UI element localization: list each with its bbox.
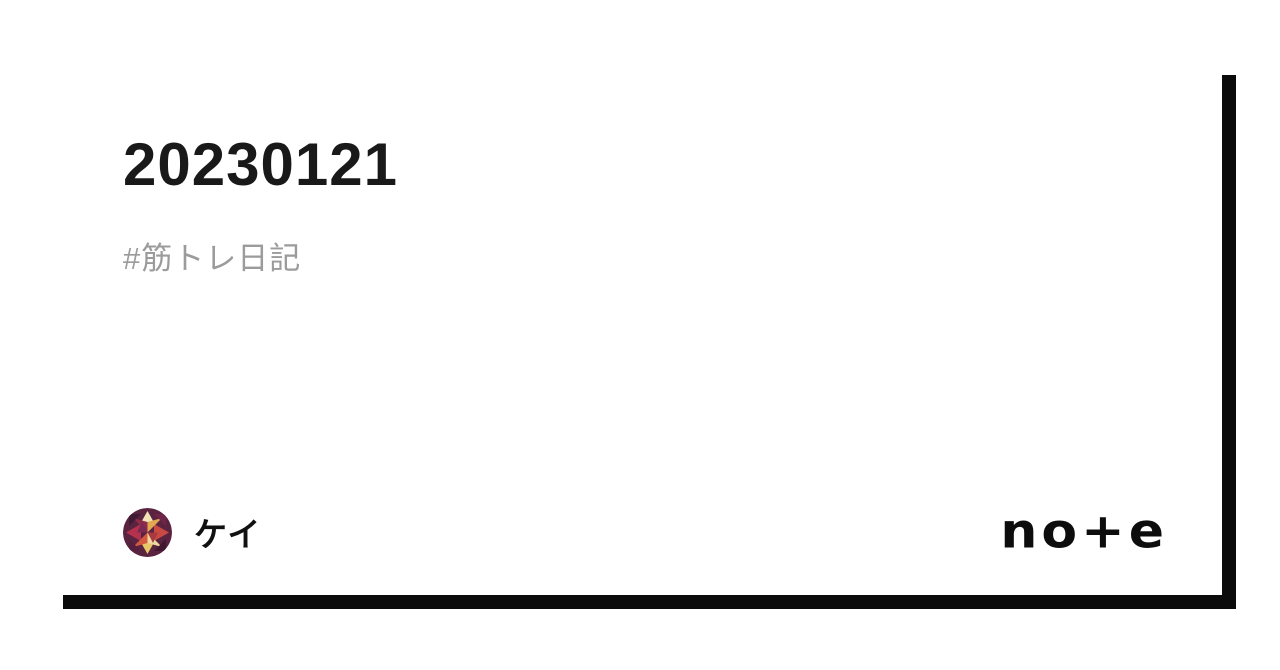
avatar-icon (123, 507, 172, 557)
article-hashtag: #筋トレ日記 (123, 241, 302, 276)
author-block: ケイ (123, 507, 262, 557)
card-footer: ケイ no+e (123, 507, 1168, 557)
author-name: ケイ (194, 516, 262, 553)
article-title: 20230121 (123, 131, 398, 198)
note-logo: no+e (1000, 504, 1168, 560)
article-card: 20230121 #筋トレ日記 (49, 61, 1222, 595)
